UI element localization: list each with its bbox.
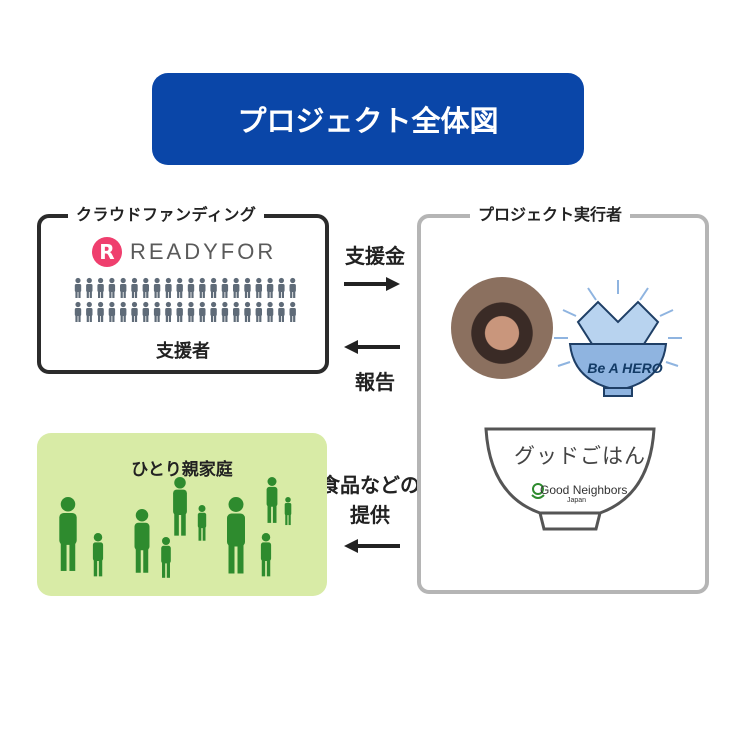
supporter-person-icon: [165, 277, 172, 298]
parent-figure-icon: [227, 497, 245, 574]
supporter-person-icon: [233, 277, 240, 298]
supporter-person-icon: [210, 301, 217, 322]
readyfor-mark-icon: R: [92, 237, 122, 267]
supporter-person-icon: [221, 277, 229, 298]
arrow-left-icon: [344, 340, 400, 354]
supporter-person-icon: [266, 301, 274, 322]
supporter-person-icon: [176, 277, 183, 298]
supporter-person-icon: [176, 301, 183, 322]
parent-figure-icon: [173, 477, 187, 536]
supporter-person-icon: [74, 277, 82, 298]
supporter-person-icon: [165, 301, 172, 322]
supporter-person-icon: [187, 277, 195, 298]
supporter-person-icon: [142, 277, 149, 298]
supporter-person-icon: [289, 277, 296, 298]
executor-portrait-photo: [451, 277, 553, 379]
supporter-person-icon: [153, 277, 161, 298]
supporter-person-icon: [221, 301, 229, 322]
supporter-person-icon: [278, 277, 285, 298]
supporter-person-icon: [108, 301, 116, 322]
child-figure-icon: [92, 533, 104, 577]
good-neighbors-name: Good Neighbors: [540, 483, 628, 497]
supporter-person-icon: [233, 301, 240, 322]
good-neighbors-sub: Japan: [567, 497, 587, 504]
supporter-person-icon: [244, 277, 251, 298]
report-label: 報告: [355, 370, 395, 394]
supporter-person-icon: [153, 301, 161, 322]
child-figure-icon: [161, 537, 171, 578]
supporter-person-icon: [131, 277, 138, 298]
readyfor-logo: R READYFOR: [92, 237, 276, 267]
good-gohan-text: グッドごはん: [514, 444, 646, 468]
readyfor-wordmark: READYFOR: [130, 239, 277, 264]
supporters-crowd-icon: [74, 277, 296, 322]
be-a-hero-text: Be A HERO: [587, 360, 663, 376]
supporter-person-icon: [97, 277, 104, 298]
parent-figure-icon: [134, 509, 150, 573]
project-executor-label: プロジェクト実行者: [470, 201, 631, 225]
supporter-person-icon: [199, 277, 206, 298]
supporter-person-icon: [187, 301, 195, 322]
arrow-left-icon: [344, 539, 400, 553]
good-gohan-bowl-icon: [484, 427, 656, 531]
supporter-person-icon: [255, 277, 262, 298]
supporter-person-icon: [120, 301, 127, 322]
supporter-person-icon: [74, 301, 82, 322]
page-title: プロジェクト全体図: [152, 73, 584, 165]
child-figure-icon: [260, 533, 272, 577]
supporter-person-icon: [266, 277, 274, 298]
supporter-person-icon: [278, 301, 285, 322]
supporters-label: 支援者: [156, 341, 210, 362]
funding-label: 支援金: [345, 244, 405, 268]
supporter-person-icon: [120, 277, 127, 298]
supporter-person-icon: [108, 277, 116, 298]
supporter-person-icon: [86, 277, 93, 298]
be-a-hero-logo-icon: [554, 280, 682, 397]
supporter-person-icon: [86, 301, 93, 322]
child-figure-icon: [197, 505, 207, 541]
supporter-person-icon: [199, 301, 206, 322]
supporter-person-icon: [142, 301, 149, 322]
supporter-person-icon: [97, 301, 104, 322]
food-provision-label: 食品などの 提供: [300, 470, 440, 530]
parent-figure-icon: [59, 497, 77, 571]
supporter-person-icon: [131, 301, 138, 322]
supporter-person-icon: [289, 301, 296, 322]
parent-figure-icon: [266, 477, 278, 523]
crowdfunding-label: クラウドファンディング: [68, 201, 265, 225]
families-icon: [59, 477, 292, 578]
supporter-person-icon: [244, 301, 251, 322]
child-figure-icon: [284, 497, 292, 526]
supporter-person-icon: [210, 277, 217, 298]
arrow-right-icon: [344, 277, 400, 291]
single-parent-families-label: ひとり親家庭: [131, 460, 233, 480]
food-provision-line1: 食品などの: [320, 473, 420, 497]
supporter-person-icon: [255, 301, 262, 322]
food-provision-line2: 提供: [350, 503, 390, 527]
